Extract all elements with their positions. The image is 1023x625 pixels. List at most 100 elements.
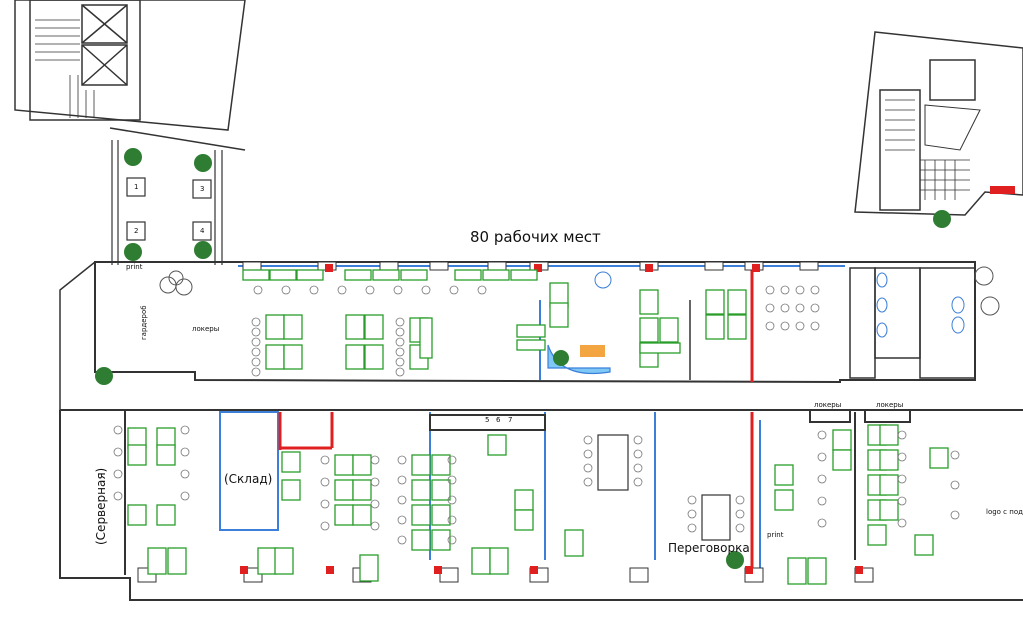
desk [400, 269, 428, 281]
chair [583, 435, 593, 445]
desk [344, 269, 372, 281]
chair [735, 495, 745, 505]
bay-number-5: 5 [485, 416, 490, 424]
chair [735, 523, 745, 533]
bay-number-6: 6 [496, 416, 501, 424]
chair [251, 337, 261, 347]
desk [514, 509, 534, 531]
stair-block-right [854, 31, 1023, 216]
desk [564, 529, 584, 557]
corridor-left [111, 140, 223, 265]
chair [395, 337, 405, 347]
desk [431, 504, 451, 526]
print-label-top: print [126, 263, 143, 271]
desk [471, 547, 491, 575]
desk [516, 339, 546, 351]
desk [265, 314, 285, 340]
accent-markers [240, 264, 863, 574]
chair [447, 495, 457, 505]
desk [639, 317, 659, 343]
chair [687, 523, 697, 533]
chair [395, 347, 405, 357]
chair [395, 367, 405, 377]
desk [265, 344, 285, 370]
chair [633, 449, 643, 459]
desk [659, 317, 679, 343]
desk [482, 269, 510, 281]
chair [735, 509, 745, 519]
chair [583, 449, 593, 459]
chair [281, 285, 291, 295]
chair [817, 430, 827, 440]
desk [352, 504, 372, 526]
desk [705, 314, 725, 340]
chair [583, 477, 593, 487]
chair [583, 463, 593, 473]
desk [156, 444, 176, 466]
chair [687, 509, 697, 519]
chair [397, 495, 407, 505]
desk [411, 454, 431, 476]
desk [283, 344, 303, 370]
desk [514, 489, 534, 511]
desk [510, 269, 538, 281]
stair-number-3: 3 [200, 185, 205, 193]
chair [817, 474, 827, 484]
desk [727, 289, 747, 315]
desks-upper [242, 269, 747, 370]
desk [516, 324, 546, 338]
desks-lower [127, 424, 949, 585]
stair-block-left [14, 0, 246, 151]
desk [774, 464, 794, 486]
desk [727, 314, 747, 340]
print-label-bottom: print [767, 531, 784, 539]
page-title: 80 рабочих мест [470, 228, 601, 246]
chair [447, 535, 457, 545]
desk [411, 479, 431, 501]
chair [810, 321, 820, 331]
desk [879, 424, 899, 446]
chair [795, 285, 805, 295]
desk [281, 479, 301, 501]
desk [359, 554, 379, 582]
chair [765, 285, 775, 295]
lockers-b-label: локеры [876, 401, 904, 409]
desk [867, 524, 887, 546]
desk [431, 529, 451, 551]
desk [639, 289, 659, 315]
chair [950, 510, 960, 520]
desk [431, 479, 451, 501]
wc-area [876, 272, 965, 338]
chair [113, 447, 123, 457]
chair [320, 521, 330, 531]
desk [147, 547, 167, 575]
desk [832, 429, 852, 451]
chair [397, 455, 407, 465]
desk [411, 529, 431, 551]
chair [180, 425, 190, 435]
chair [897, 496, 907, 506]
chair [370, 499, 380, 509]
chair [897, 452, 907, 462]
desk [334, 504, 354, 526]
desk [364, 314, 384, 340]
chair [320, 499, 330, 509]
desk [156, 504, 176, 526]
chair [337, 285, 347, 295]
chair [447, 475, 457, 485]
stair-number-2: 2 [134, 227, 139, 235]
desk [352, 479, 372, 501]
chair [309, 285, 319, 295]
chair [897, 518, 907, 528]
desk [372, 269, 400, 281]
chair [251, 367, 261, 377]
chair [253, 285, 263, 295]
chair [765, 303, 775, 313]
desk [274, 547, 294, 575]
desk [832, 449, 852, 471]
desk [774, 489, 794, 511]
desk [257, 547, 277, 575]
chair [370, 521, 380, 531]
desk [879, 499, 899, 521]
chair [180, 469, 190, 479]
